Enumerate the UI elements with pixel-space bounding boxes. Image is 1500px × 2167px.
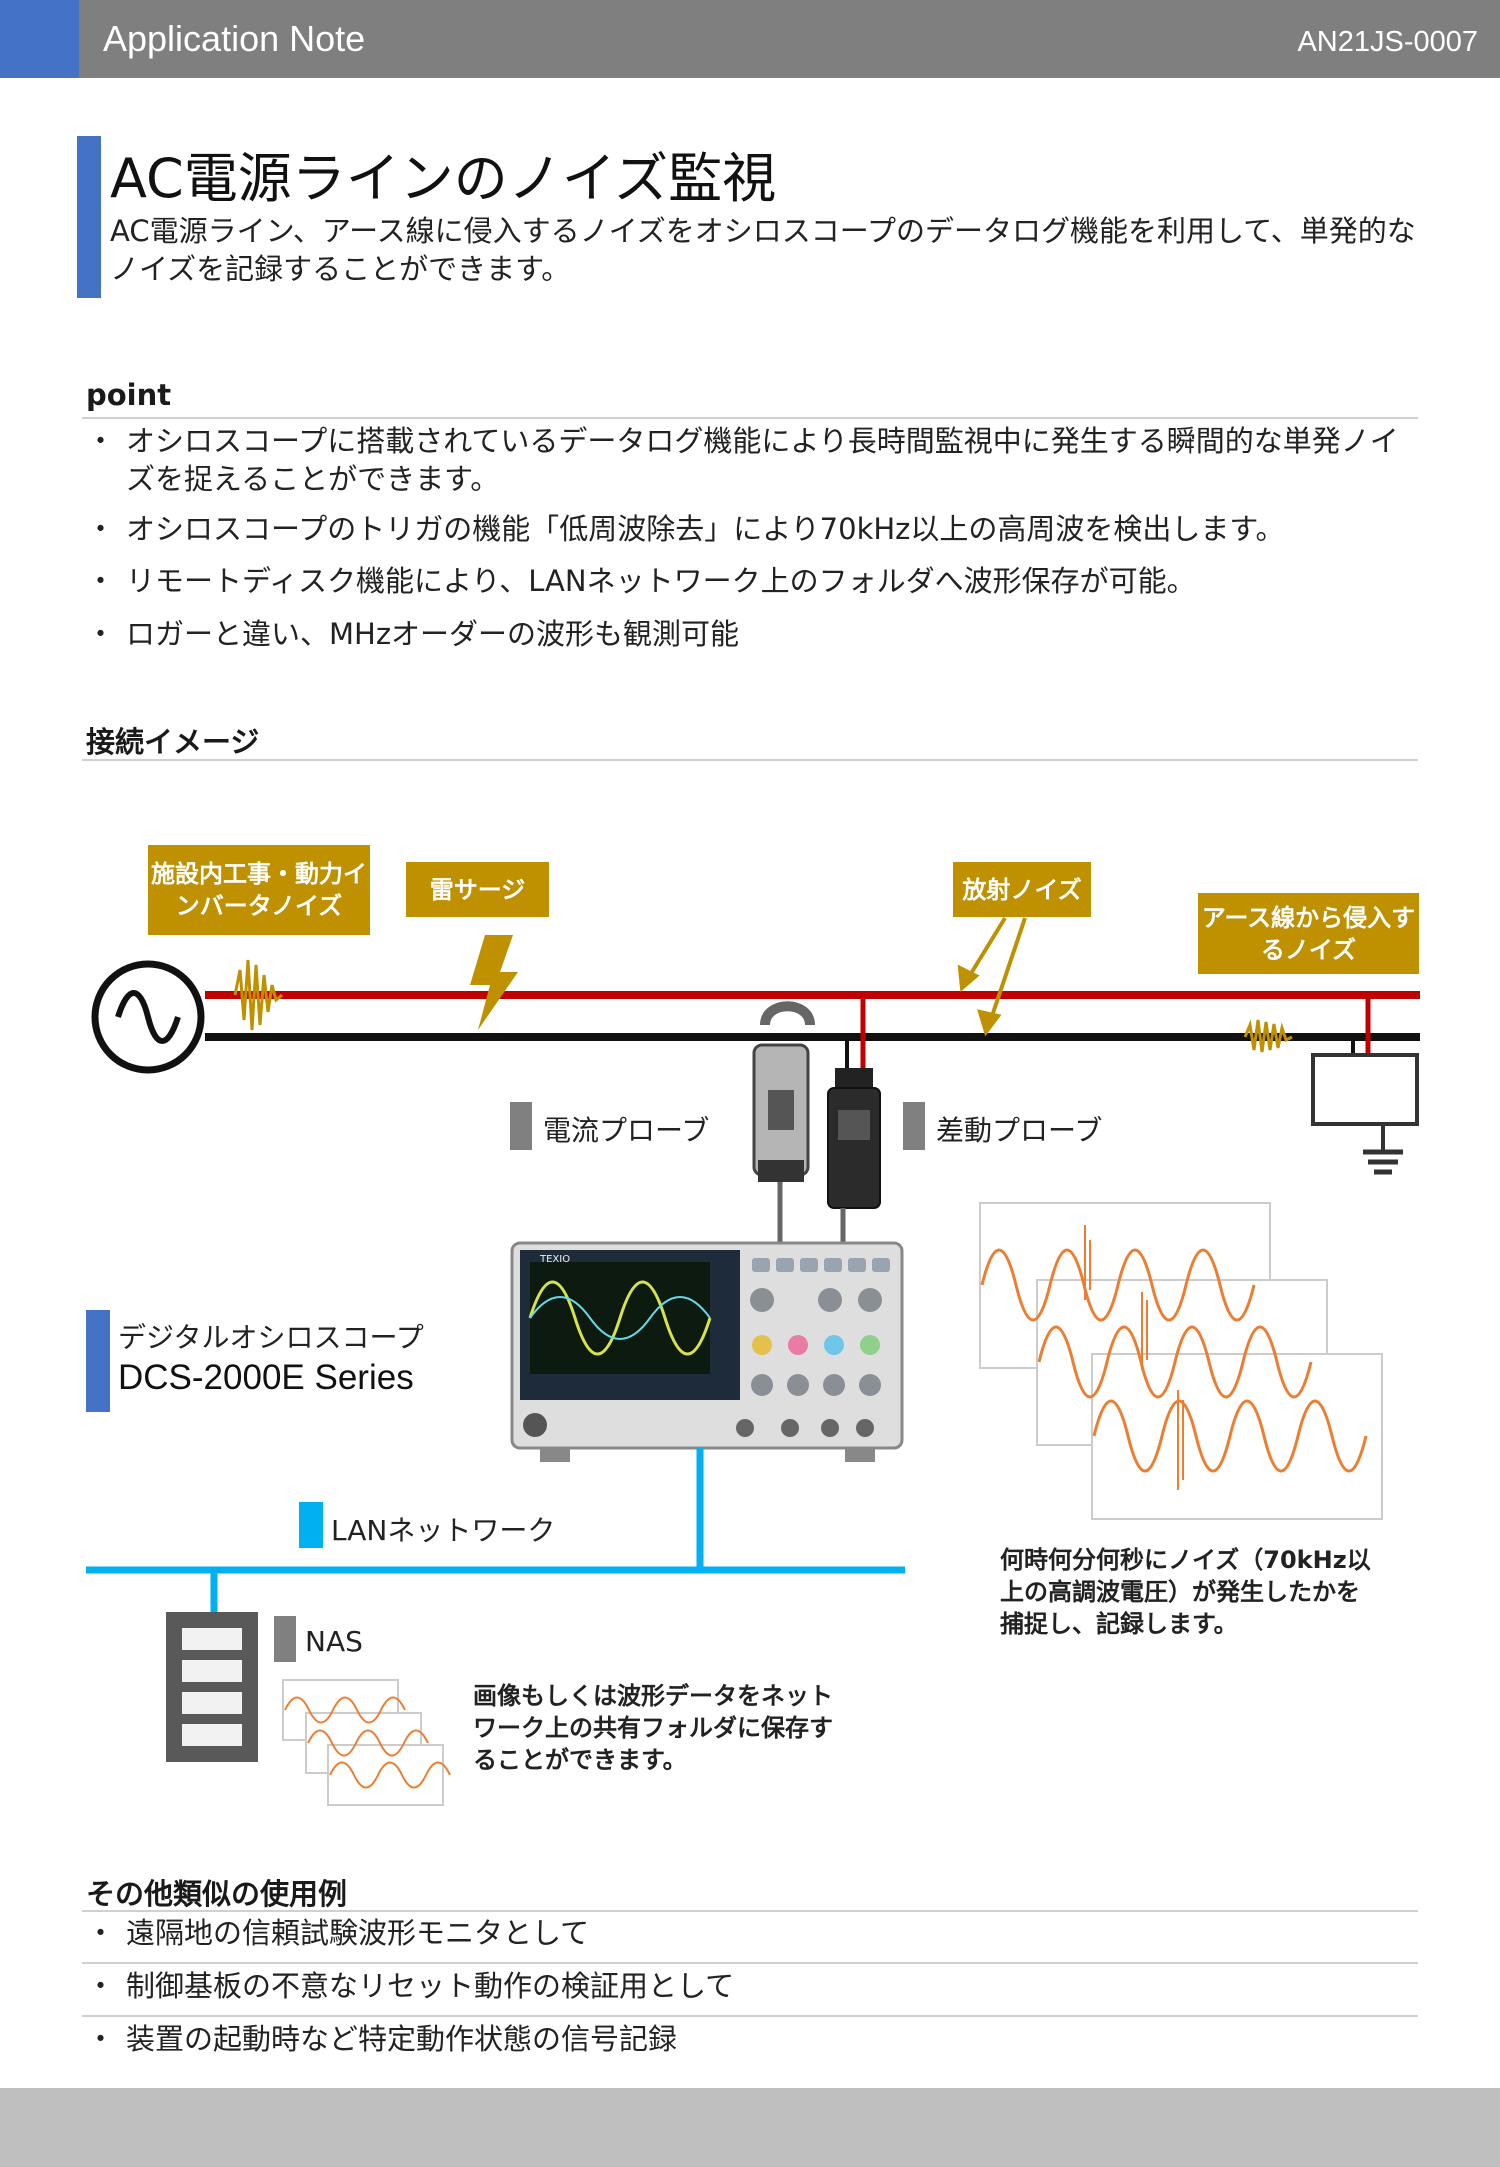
header-accent bbox=[0, 0, 79, 78]
row-divider bbox=[82, 2015, 1418, 2017]
header-title: Application Note bbox=[103, 18, 366, 59]
diff-probe-icon bbox=[827, 1068, 881, 1209]
lightning-icon bbox=[470, 935, 518, 1030]
bullet-dot: ・ bbox=[86, 424, 116, 458]
bullet-dot: ・ bbox=[86, 1916, 116, 1950]
page-title: AC電源ラインのノイズ監視 bbox=[110, 147, 777, 210]
title-accent-bar bbox=[77, 136, 101, 298]
bullet-dot: ・ bbox=[86, 2022, 116, 2056]
bullet-dot: ・ bbox=[86, 1969, 116, 2003]
other-use-item: ・ 制御基板の不意なリセット動作の検証用として bbox=[86, 1967, 1416, 2005]
bullet-dot: ・ bbox=[86, 564, 116, 598]
point-item-text: ロガーと違い、MHzオーダーの波形も観測可能 bbox=[126, 617, 740, 651]
noise-label-surge: 雷サージ bbox=[406, 862, 549, 917]
nas-icon bbox=[166, 1612, 258, 1762]
point-item: ・ オシロスコープのトリガの機能「低周波除去」により70kHz以上の高周波を検出… bbox=[86, 510, 1416, 548]
ground-icon bbox=[1363, 1149, 1403, 1175]
row-divider bbox=[82, 1962, 1418, 1964]
scope-label-accent bbox=[86, 1310, 110, 1412]
oscilloscope-icon: TEXIO bbox=[510, 1241, 904, 1462]
current-probe-label: 電流プローブ bbox=[543, 1114, 710, 1147]
nas-label-marker bbox=[274, 1616, 296, 1662]
nas-waveform-thumbnails bbox=[282, 1679, 444, 1806]
noise-label-ground: アース線から侵入するノイズ bbox=[1198, 893, 1419, 974]
other-use-item: ・ 遠隔地の信頼試験波形モニタとして bbox=[86, 1914, 1416, 1952]
noise-label-construction: 施設内工事・動力インバータノイズ bbox=[148, 845, 370, 935]
lan-label-accent bbox=[299, 1502, 323, 1548]
point-item: ・ オシロスコープに搭載されているデータログ機能により長時間監視中に発生する瞬間… bbox=[86, 422, 1416, 498]
connection-heading-rule bbox=[82, 759, 1418, 761]
other-uses-rule bbox=[82, 1910, 1418, 1912]
point-item: ・ リモートディスク機能により、LANネットワーク上のフォルダへ波形保存が可能。 bbox=[86, 562, 1416, 600]
scope-model: DCS-2000E Series bbox=[118, 1358, 414, 1397]
point-item: ・ ロガーと違い、MHzオーダーの波形も観測可能 bbox=[86, 615, 1416, 653]
lan-label: LANネットワーク bbox=[331, 1514, 556, 1547]
noise-burst-icon bbox=[233, 959, 283, 1031]
footer-bar bbox=[0, 2088, 1500, 2167]
diff-probe-label: 差動プローブ bbox=[936, 1114, 1103, 1147]
document-number: AN21JS-0007 bbox=[1297, 26, 1478, 58]
other-use-text: 装置の起動時など特定動作状態の信号記録 bbox=[126, 2022, 678, 2056]
point-item-text: リモートディスク機能により、LANネットワーク上のフォルダへ波形保存が可能。 bbox=[126, 564, 1196, 598]
connection-diagram: TEXIO bbox=[86, 916, 1420, 1806]
bullet-dot: ・ bbox=[86, 617, 116, 651]
nas-label: NAS bbox=[305, 1625, 363, 1658]
scope-brand-text: TEXIO bbox=[539, 1254, 570, 1265]
diff-probe-marker bbox=[903, 1102, 925, 1150]
other-uses-heading: その他類似の使用例 bbox=[86, 1877, 348, 1911]
point-heading-rule bbox=[82, 417, 1418, 419]
page-subtitle: AC電源ライン、アース線に侵入するノイズをオシロスコープのデータログ機能を利用し… bbox=[110, 214, 1416, 286]
other-use-text: 制御基板の不意なリセット動作の検証用として bbox=[126, 1969, 735, 2003]
scope-label: デジタルオシロスコープ bbox=[118, 1321, 424, 1354]
point-item-text: オシロスコープのトリガの機能「低周波除去」により70kHz以上の高周波を検出しま… bbox=[126, 512, 1285, 546]
capture-note: 何時何分何秒にノイズ（70kHz以上の高調波電圧）が発生したかを捕捉し、記録しま… bbox=[1000, 1546, 1371, 1638]
noise-label-radiated: 放射ノイズ bbox=[953, 862, 1091, 917]
connection-heading: 接続イメージ bbox=[86, 725, 260, 759]
current-probe-icon bbox=[752, 1001, 815, 1182]
other-use-item: ・ 装置の起動時など特定動作状態の信号記録 bbox=[86, 2020, 1416, 2058]
save-note: 画像もしくは波形データをネットワーク上の共有フォルダに保存することができます。 bbox=[473, 1682, 833, 1774]
other-use-text: 遠隔地の信頼試験波形モニタとして bbox=[126, 1916, 590, 1950]
equipment-box bbox=[1311, 1053, 1419, 1126]
radiated-noise-arrows bbox=[957, 916, 1027, 1037]
point-heading: point bbox=[86, 378, 172, 412]
header-bar bbox=[0, 0, 1500, 78]
point-item-text: オシロスコープに搭載されているデータログ機能により長時間監視中に発生する瞬間的な… bbox=[126, 424, 1399, 496]
ground-noise-icon bbox=[1243, 1019, 1293, 1053]
bullet-dot: ・ bbox=[86, 512, 116, 546]
current-probe-marker bbox=[510, 1102, 532, 1150]
